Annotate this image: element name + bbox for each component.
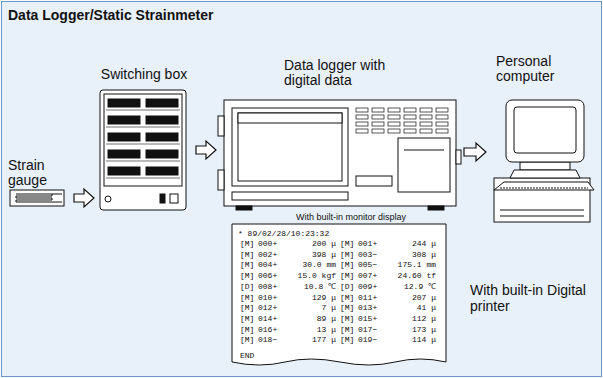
printout-text: 15.0 kgf bbox=[280, 271, 336, 280]
personal-computer-icon bbox=[494, 100, 594, 222]
device-node: Personal computer bbox=[488, 54, 598, 224]
feature-note: With built-in monitor display bbox=[296, 212, 406, 223]
printout-text: 41 μ bbox=[380, 303, 436, 312]
device-label: Switching box bbox=[96, 67, 192, 82]
printout-text: [M] bbox=[240, 325, 254, 334]
printout-text: 175.1 mm bbox=[380, 260, 436, 269]
printout-text: 008+ bbox=[258, 282, 277, 291]
printout-text: 007+ bbox=[358, 271, 377, 280]
device-node: Data logger with digital data bbox=[218, 58, 462, 212]
printout-text: 015+ bbox=[358, 314, 377, 323]
feature-note: With built-in Digital printer bbox=[470, 282, 590, 314]
printout-text: 112 μ bbox=[380, 314, 436, 323]
device-node: Switching box bbox=[96, 67, 194, 213]
printout-text: [M] bbox=[240, 271, 254, 280]
printout-text: 13 μ bbox=[280, 325, 336, 334]
printout-text: 114 μ bbox=[380, 335, 436, 344]
printout-text: 30.0 mm bbox=[280, 260, 336, 269]
flow-arrow bbox=[74, 189, 94, 207]
printout-text: [M] bbox=[240, 260, 254, 269]
printout-paper bbox=[232, 224, 446, 365]
printout-text: 24.60 tf bbox=[380, 271, 436, 280]
diagram-title: Data Logger/Static Strainmeter bbox=[8, 7, 213, 23]
printout-text: [M] bbox=[340, 271, 354, 280]
printout-text: 308 μ bbox=[380, 250, 436, 259]
printout-text: 244 μ bbox=[380, 239, 436, 248]
printout-text: [M] bbox=[240, 250, 254, 259]
printout-text: [D] bbox=[340, 282, 354, 291]
printout-text: 012+ bbox=[258, 303, 277, 312]
printout-text: 010+ bbox=[258, 293, 277, 302]
printout-text: 177 μ bbox=[280, 335, 336, 344]
printout-text: [M] bbox=[340, 335, 354, 344]
flow-arrow bbox=[464, 143, 486, 161]
device-label: Personal computer bbox=[496, 54, 576, 84]
printout-text: 89 μ bbox=[280, 314, 336, 323]
printout-text: [M] bbox=[240, 335, 254, 344]
printout-text: [M] bbox=[240, 293, 254, 302]
printout-text: 398 μ bbox=[280, 250, 336, 259]
printout-text: [M] bbox=[340, 293, 354, 302]
printout-text: [M] bbox=[340, 260, 354, 269]
printout-text: * 89/02/28/10:23:32 bbox=[238, 229, 329, 238]
printout-text: [M] bbox=[240, 303, 254, 312]
printout-text: 129 μ bbox=[280, 293, 336, 302]
printout-text: [M] bbox=[340, 314, 354, 323]
printout-text: 207 μ bbox=[380, 293, 436, 302]
printout-text: 004+ bbox=[258, 260, 277, 269]
printout-text: 016+ bbox=[258, 325, 277, 334]
device-node: Strain gauge bbox=[6, 158, 72, 210]
printout-text: [M] bbox=[340, 303, 354, 312]
printout-text: 013+ bbox=[358, 303, 377, 312]
switching-box-icon bbox=[100, 90, 186, 210]
printout-text: 011+ bbox=[358, 293, 377, 302]
printout-text: [M] bbox=[340, 325, 354, 334]
printout-text: 005− bbox=[358, 260, 377, 269]
printout-text: 009+ bbox=[358, 282, 377, 291]
printout-text: 017− bbox=[358, 325, 377, 334]
printout-text: 014+ bbox=[258, 314, 277, 323]
printout-text: [M] bbox=[340, 239, 354, 248]
printout-text: 12.9 ℃ bbox=[380, 282, 436, 291]
printout-text: 019− bbox=[358, 335, 377, 344]
printout-text: 003− bbox=[358, 250, 377, 259]
printout-text: 002+ bbox=[258, 250, 277, 259]
printout-text: [D] bbox=[240, 282, 254, 291]
printout-text: END bbox=[240, 351, 254, 360]
printout-text: 200 μ bbox=[280, 239, 336, 248]
data-logger-icon bbox=[218, 100, 461, 210]
printout-text: 10.8 ℃ bbox=[280, 282, 336, 291]
printout-text: [M] bbox=[240, 239, 254, 248]
flow-arrow bbox=[196, 141, 216, 159]
printout-text: 018− bbox=[258, 335, 277, 344]
printout-text: [M] bbox=[340, 250, 354, 259]
printout-text: [M] bbox=[240, 314, 254, 323]
device-label: Data logger with digital data bbox=[284, 58, 424, 88]
strain-gauge-icon bbox=[10, 190, 64, 206]
device-label: Strain gauge bbox=[8, 158, 68, 188]
printout-text: 173 μ bbox=[380, 325, 436, 334]
printout-text: 001+ bbox=[358, 239, 377, 248]
printout-text: 7 μ bbox=[280, 303, 336, 312]
printout-text: 000+ bbox=[258, 239, 277, 248]
printout-text: 006+ bbox=[258, 271, 277, 280]
